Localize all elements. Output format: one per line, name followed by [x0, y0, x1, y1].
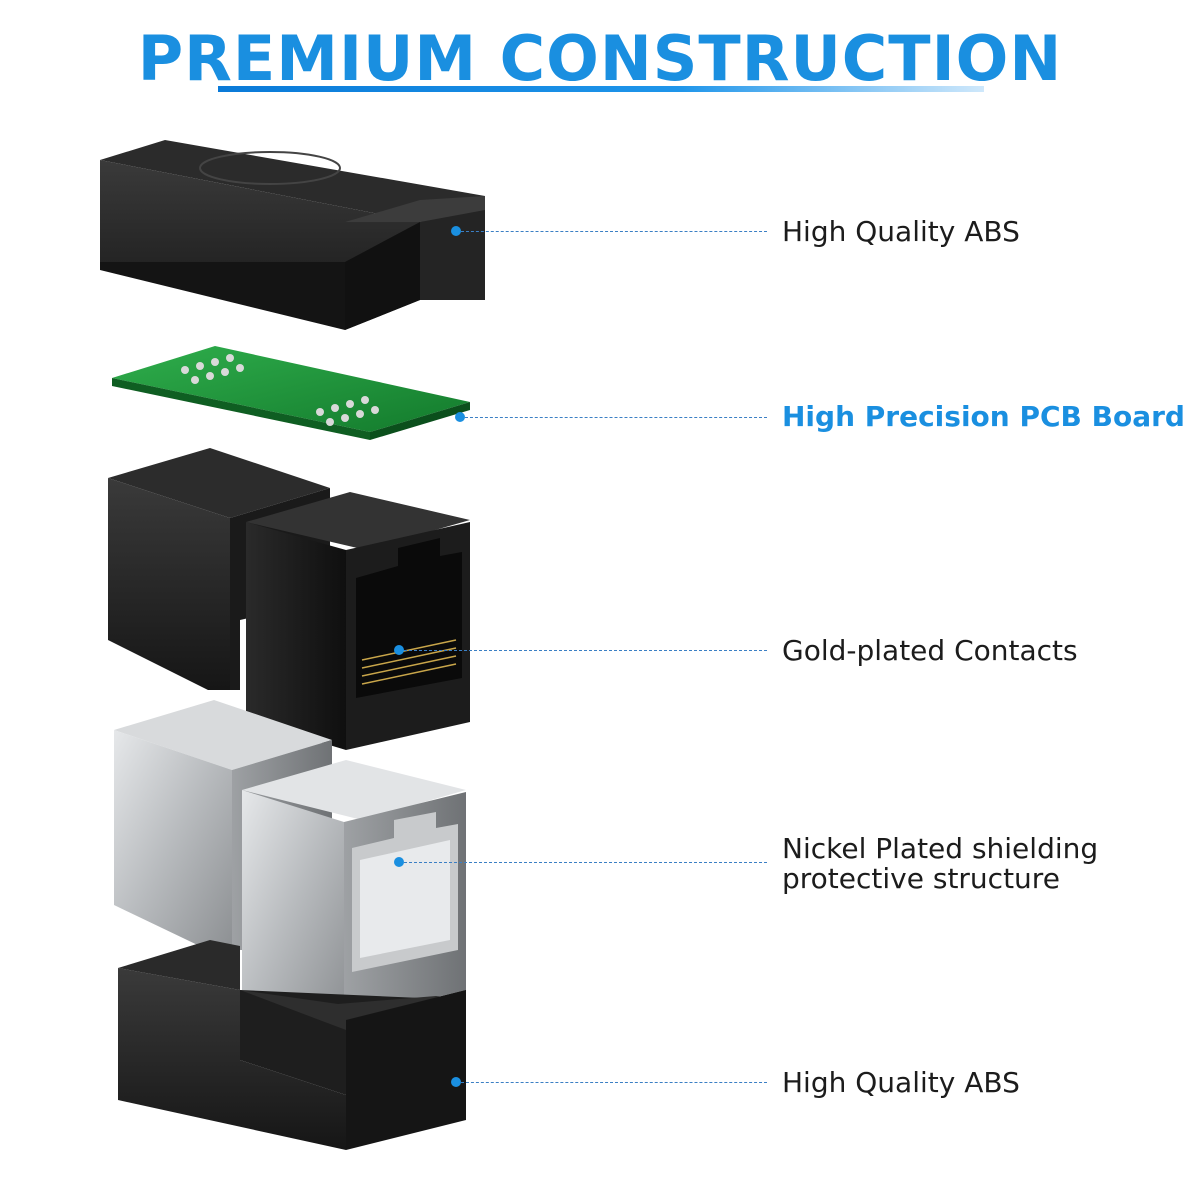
label-nickel-shield: Nickel Plated shielding protective struc… — [782, 834, 1098, 894]
label-gold-contacts: Gold-plated Contacts — [782, 634, 1078, 667]
callout-line-5 — [461, 1082, 767, 1083]
nickel-shield-front — [242, 760, 466, 1020]
callout-dot-5 — [451, 1077, 461, 1087]
label-bottom-abs: High Quality ABS — [782, 1066, 1020, 1099]
label-pcb-board: High Precision PCB Board — [782, 400, 1185, 433]
label-nickel-line2: protective structure — [782, 862, 1060, 895]
callout-dot-4 — [394, 857, 404, 867]
page-title: PREMIUM CONSTRUCTION — [137, 22, 1063, 95]
label-nickel-line1: Nickel Plated shielding — [782, 832, 1099, 865]
callout-line-1 — [461, 231, 767, 232]
title-underline — [218, 86, 984, 92]
callout-line-3 — [404, 650, 767, 651]
callout-dot-3 — [394, 645, 404, 655]
callout-dot-2 — [455, 412, 465, 422]
pcb-board — [112, 346, 470, 440]
callout-line-2 — [465, 417, 767, 418]
bottom-abs-cover — [118, 940, 466, 1150]
callout-line-4 — [404, 862, 767, 863]
black-housing-front — [246, 492, 470, 750]
label-top-abs: High Quality ABS — [782, 215, 1020, 248]
top-abs-cover — [100, 140, 485, 330]
callout-dot-1 — [451, 226, 461, 236]
